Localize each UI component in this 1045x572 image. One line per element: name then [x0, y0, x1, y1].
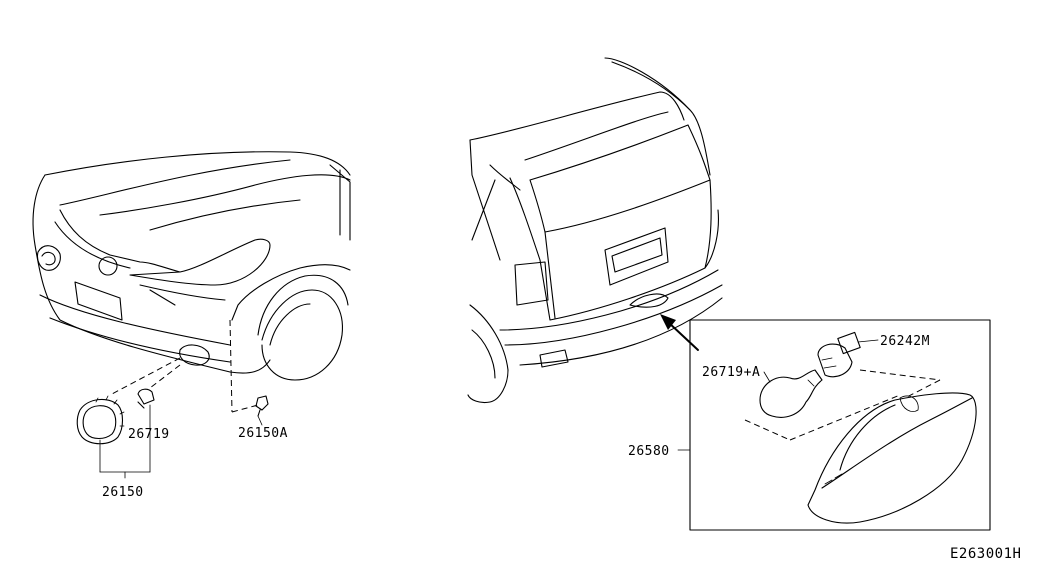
- label-26719: 26719: [128, 427, 170, 442]
- rear-arrow: [660, 314, 699, 351]
- rear-lamp-detail-box: [689, 319, 991, 531]
- diagram-code: E263001H: [950, 546, 1021, 562]
- rear-car-illustration: [467, 57, 723, 404]
- label-26150a: 26150A: [238, 426, 288, 441]
- fog-lamp-part: [76, 388, 155, 445]
- rear-dashed-guides: [744, 369, 941, 441]
- label-26150: 26150: [102, 485, 144, 500]
- label-26242m: 26242M: [880, 334, 930, 349]
- rear-lamp-bulb-part: [759, 369, 823, 418]
- screw-part: [255, 395, 269, 417]
- rear-leader-lines: [677, 339, 879, 451]
- rear-lamp-part: [807, 392, 977, 524]
- front-car-illustration: [32, 151, 351, 413]
- front-leader-lines: [99, 404, 263, 479]
- rear-lamp-socket-part: [817, 331, 861, 378]
- label-26719a: 26719+A: [702, 365, 760, 380]
- label-26580: 26580: [628, 444, 670, 459]
